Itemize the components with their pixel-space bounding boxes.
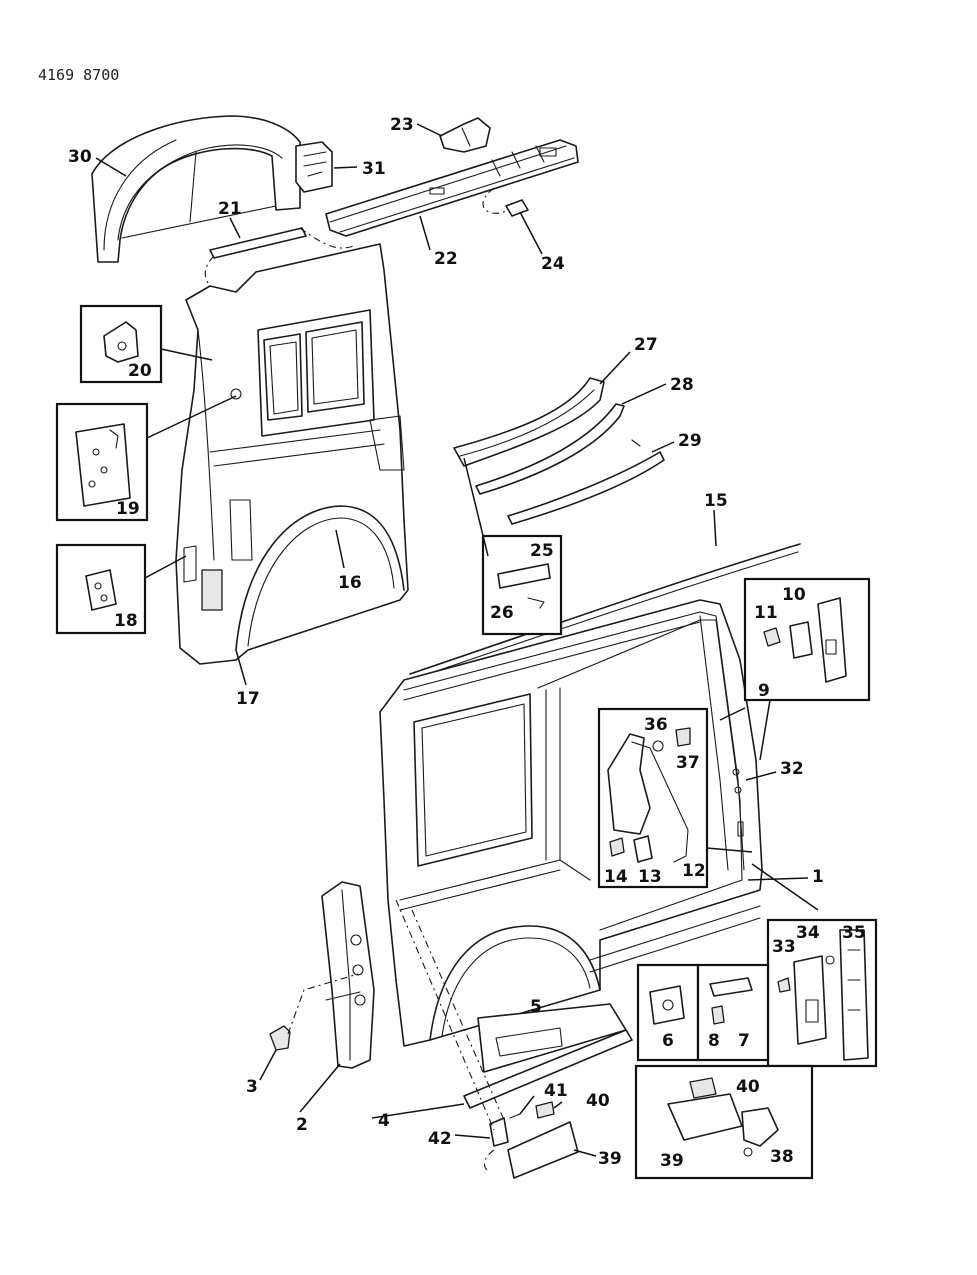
diagram-code: 4169 8700 xyxy=(38,66,119,84)
callout-3: 3 xyxy=(246,1077,258,1097)
callout-38: 38 xyxy=(770,1147,794,1167)
callout-33: 33 xyxy=(772,937,796,957)
callout-22: 22 xyxy=(434,249,458,269)
part-29-rail xyxy=(507,439,665,525)
callout-30: 30 xyxy=(68,147,92,167)
part-23-bracket xyxy=(439,117,491,153)
inset-box-20 xyxy=(79,304,163,384)
callout-23: 23 xyxy=(390,115,414,135)
callout-11: 11 xyxy=(754,603,778,623)
callout-6: 6 xyxy=(662,1031,674,1051)
callout-18: 18 xyxy=(114,611,138,631)
part-15-drip-rail xyxy=(409,543,801,675)
part-4-sill-molding xyxy=(463,1029,633,1109)
callout-19: 19 xyxy=(116,499,140,519)
callout-41: 40 xyxy=(586,1091,610,1111)
inset-box-12-13-14 xyxy=(597,707,709,889)
callout-labels: 30 31 23 21 22 24 20 19 18 16 17 27 28 2… xyxy=(68,115,866,1171)
part-30-wheelhouse-panel xyxy=(91,115,301,263)
part-15-drip-rail-edge xyxy=(409,551,799,681)
callout-24: 24 xyxy=(541,254,565,274)
callout-5: 5 xyxy=(530,997,542,1017)
inset-box-5 xyxy=(477,1003,627,1073)
callout-4: 4 xyxy=(378,1111,390,1131)
callout-13: 13 xyxy=(638,867,662,887)
callout-32: 32 xyxy=(780,759,804,779)
callout-2: 2 xyxy=(296,1115,308,1135)
inset-box-19 xyxy=(55,402,149,522)
connector-dash xyxy=(411,909,505,1121)
callout-43: 42 xyxy=(428,1129,452,1149)
callout-10: 10 xyxy=(782,585,806,605)
callout-16: 16 xyxy=(338,573,362,593)
part-3-plug xyxy=(269,1025,291,1051)
callout-29: 29 xyxy=(678,431,702,451)
part-22-roof-rail xyxy=(325,139,579,237)
part-31-bracket xyxy=(295,141,333,193)
callout-12: 12 xyxy=(682,861,706,881)
part-43-bracket xyxy=(489,1117,509,1147)
callout-9: 9 xyxy=(758,681,770,701)
inset-box-7-8 xyxy=(696,963,770,1062)
inset-box-18 xyxy=(55,543,147,635)
callout-39-inset: 39 xyxy=(660,1151,684,1171)
inset-box-6 xyxy=(636,963,700,1062)
part-24-clip xyxy=(505,199,529,217)
callout-36: 36 xyxy=(644,715,668,735)
part-2-front-pillar xyxy=(321,881,375,1069)
callout-39-lower: 39 xyxy=(598,1149,622,1169)
inset-box-38-39-40 xyxy=(634,1064,814,1180)
callout-37: 37 xyxy=(676,753,700,773)
inset-box-25-26 xyxy=(481,534,563,636)
connector-dash xyxy=(287,973,359,1035)
inset-box-33-34-35 xyxy=(766,918,878,1068)
callout-14: 14 xyxy=(604,867,628,887)
callout-25: 25 xyxy=(530,541,554,561)
callout-20: 20 xyxy=(128,361,152,381)
leader-lines xyxy=(95,123,869,1157)
part-27-header-rail xyxy=(453,377,605,467)
callout-17: 17 xyxy=(236,689,260,709)
callout-8: 8 xyxy=(708,1031,720,1051)
connector-dash xyxy=(299,227,355,249)
connector-dash xyxy=(483,1149,495,1173)
part-28-rail xyxy=(475,403,625,495)
part-21-strip xyxy=(209,227,307,259)
callout-1: 1 xyxy=(812,867,824,887)
inset-box-9-10-11 xyxy=(743,577,871,702)
part-16-quarter-panel xyxy=(175,243,409,665)
callout-15: 15 xyxy=(704,491,728,511)
callout-7: 7 xyxy=(738,1031,750,1051)
callout-21: 21 xyxy=(218,199,242,219)
callout-28: 28 xyxy=(670,375,694,395)
callout-34: 34 xyxy=(796,923,820,943)
callout-31: 31 xyxy=(362,159,386,179)
callout-27: 27 xyxy=(634,335,658,355)
part-41-clip xyxy=(535,1101,555,1119)
part-42-clip xyxy=(509,1113,521,1119)
callout-35: 35 xyxy=(842,923,866,943)
callout-40: 40 xyxy=(736,1077,760,1097)
part-39-panel xyxy=(507,1121,579,1179)
connector-dash xyxy=(395,899,495,1131)
callout-26: 26 xyxy=(490,603,514,623)
callout-42: 41 xyxy=(544,1081,568,1101)
